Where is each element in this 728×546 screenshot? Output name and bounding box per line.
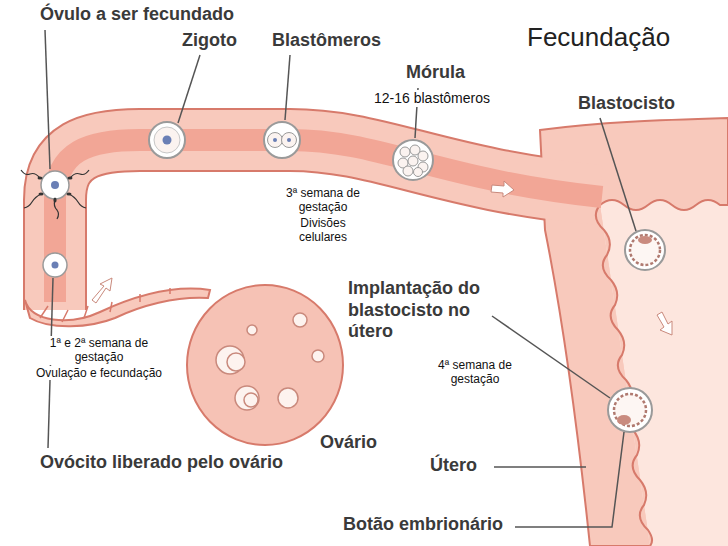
leader-line: [492, 316, 610, 398]
part-label: Blastômeros: [272, 30, 381, 52]
follicles: [216, 313, 324, 410]
part-label: Útero: [430, 455, 477, 477]
stage-note: 1ª e 2ª semana de gestação: [34, 336, 164, 365]
direction-arrow: [92, 278, 112, 303]
leader-line: [515, 432, 624, 527]
leader-line: [494, 466, 586, 468]
stage-note: 4ª semana de gestação: [425, 358, 525, 387]
tube-lumen: [55, 140, 602, 302]
morula: [393, 140, 433, 180]
egg-with-sperm: [21, 170, 89, 219]
direction-arrow: [657, 312, 672, 335]
stage-note: 3ª semana de gestação: [280, 186, 366, 215]
part-label: Mórula: [406, 62, 465, 84]
tube-outline: [55, 140, 600, 310]
embryonic-bud: [617, 415, 631, 425]
oocyte: [43, 253, 67, 277]
leader-line: [600, 118, 636, 231]
part-label: Implantação do blastocisto no útero: [348, 278, 516, 343]
part-label: Zigoto: [182, 30, 237, 52]
fallopian-tube: [55, 140, 600, 310]
stage-note: Ovulação e fecundação: [24, 366, 174, 380]
endometrium-line: [600, 200, 728, 210]
part-label: Blastocisto: [578, 93, 675, 115]
leader-line: [45, 30, 50, 169]
part-label: Ovário: [320, 432, 377, 454]
zygote: [149, 122, 185, 158]
diagram-title: Fecundação: [527, 22, 670, 53]
part-label: Ovócito liberado pelo ovário: [40, 452, 283, 474]
implanted-blastocyst: [608, 388, 652, 432]
part-label: Óvulo a ser fecundado: [40, 4, 234, 26]
leader-line: [178, 55, 200, 123]
fimbriae-lines: [40, 288, 170, 322]
blastocyst: [625, 230, 665, 270]
two-cell-embryo: [264, 122, 300, 158]
ovary: [187, 285, 343, 445]
leader-line: [285, 55, 290, 120]
stage-note: Divisões celulares: [280, 216, 366, 245]
part-label: Botão embrionário: [343, 514, 503, 536]
direction-arrow: [491, 181, 514, 197]
note-text: 12-16 blastômeros: [372, 90, 492, 107]
